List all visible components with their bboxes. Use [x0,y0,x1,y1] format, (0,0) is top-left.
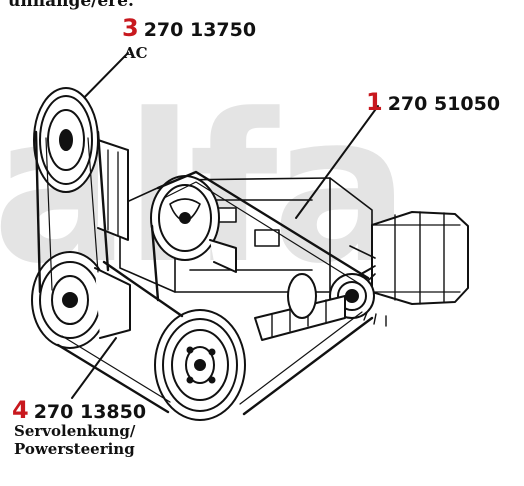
powersteering-pulley [31,251,131,349]
callout-number: 1 [366,88,383,116]
callout-ac-label: AC [124,44,148,62]
crank-shaft [254,273,346,341]
belt-main-top [156,170,370,280]
part-number: 270 13750 [143,19,257,41]
belt-ac-left [34,130,42,294]
belt-main-bottom [242,316,374,416]
belt-ps-lower [56,343,170,414]
callout-number: 3 [122,14,139,42]
part-number: 270 13850 [33,401,147,423]
header-cut-text: unnänge/ere. [8,0,134,11]
part-number: 270 51050 [387,93,501,115]
belt-ps-upper [102,260,184,318]
alternator [329,211,469,327]
callout-number: 4 [12,396,29,424]
belt-main-left [150,224,160,302]
leader-line-main-belt [295,105,379,219]
callout-powersteering-label-1: Servolenkung/ [14,422,136,440]
crankshaft-pulley [154,309,246,421]
belts [34,130,374,416]
tensioner-pulley [150,175,237,273]
belt-ac-right [96,130,110,272]
ac-pulley [33,87,129,241]
callout-powersteering-label-2: Powersteering [14,440,135,458]
